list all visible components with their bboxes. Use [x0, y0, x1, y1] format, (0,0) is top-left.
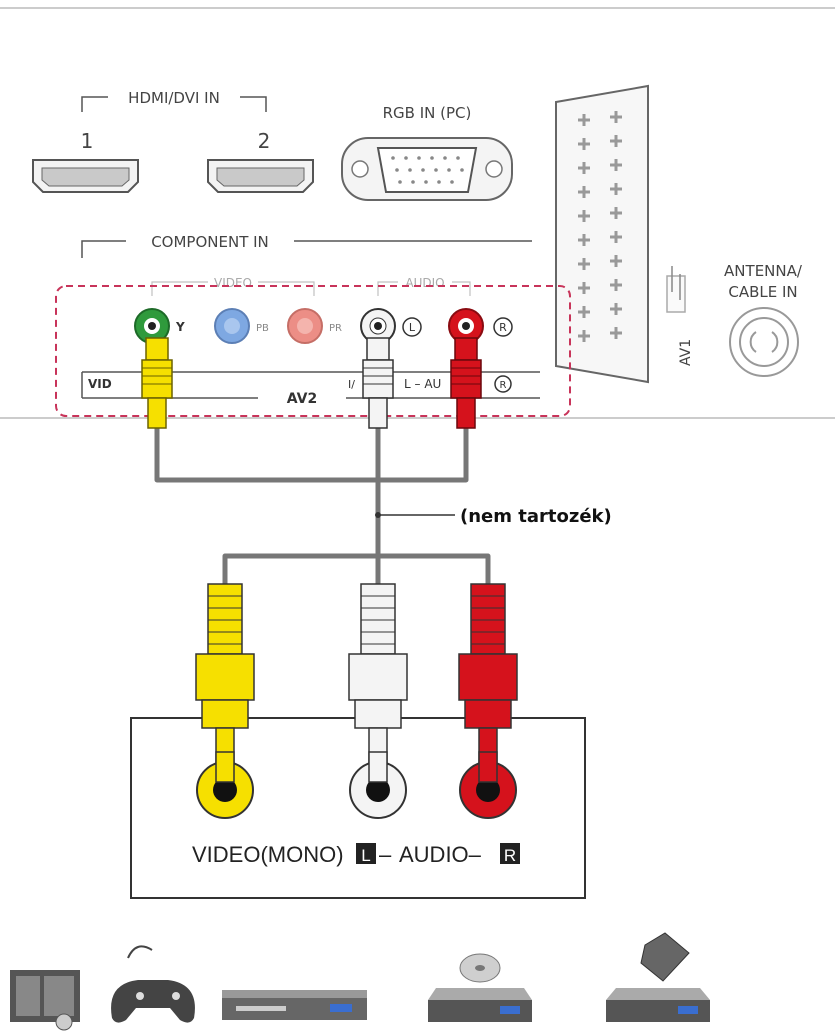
- device-jack-video-yellow[interactable]: [196, 751, 254, 819]
- hdmi-port-1-label: 1: [81, 129, 94, 153]
- component-label: COMPONENT IN: [151, 233, 269, 251]
- cable-harness: [154, 428, 491, 584]
- pr-label: PR: [329, 323, 342, 334]
- hdmi-port-2[interactable]: [207, 159, 314, 193]
- hdmi-group: HDMI/DVI IN 1 2: [32, 89, 314, 193]
- device-label-audio: AUDIO–: [399, 842, 482, 867]
- antenna-label-line1: ANTENNA/: [724, 262, 803, 280]
- hdmi-group-label: HDMI/DVI IN: [128, 89, 220, 107]
- av2-audio-prefix: I/: [348, 378, 355, 391]
- antenna-label-line2: CABLE IN: [728, 283, 797, 301]
- disc-player-icon: [428, 953, 532, 1022]
- svg-text:L: L: [409, 321, 416, 334]
- video-camera-icon: [10, 970, 80, 1031]
- cable-note: (nem tartozék): [460, 506, 612, 527]
- scart-arrows-icon: [666, 266, 686, 313]
- device-label-video: VIDEO(MONO): [192, 842, 344, 867]
- hdmi-port-2-label: 2: [258, 129, 271, 153]
- pb-label: PB: [256, 323, 269, 334]
- svg-text:R: R: [500, 380, 507, 391]
- rgb-label: RGB IN (PC): [383, 104, 472, 122]
- av1-label: AV1: [678, 339, 694, 366]
- scart-port-av1[interactable]: AV1: [555, 84, 694, 384]
- plug-red-top: [450, 337, 482, 429]
- device-jack-audio-l-white[interactable]: [349, 751, 407, 819]
- av2-r-badge: R: [494, 375, 512, 393]
- antenna-port[interactable]: ANTENNA/ CABLE IN: [724, 262, 803, 377]
- av2-audio-label: L – AU: [404, 377, 441, 391]
- video-label: VIDEO: [214, 276, 252, 290]
- tv-back-panel: HDMI/DVI IN 1 2 RGB IN (PC): [0, 0, 835, 419]
- dvd-player-icon: [222, 990, 367, 1020]
- device-label-dash: –: [379, 842, 392, 867]
- plug-yellow-large: [195, 583, 255, 769]
- av2-label: AV2: [287, 391, 317, 407]
- gamepad-icon: [111, 945, 195, 1023]
- jack-audio-r-red[interactable]: [448, 308, 484, 344]
- av2-video-label: VID: [88, 377, 112, 391]
- hdmi-port-1[interactable]: [32, 159, 139, 193]
- jack-pr-pink[interactable]: [287, 308, 323, 344]
- jack-y-green[interactable]: [134, 308, 170, 344]
- device-jack-audio-r-red[interactable]: [459, 751, 517, 819]
- y-label: Y: [175, 320, 185, 334]
- device-label-r: R: [504, 846, 516, 865]
- plug-white-top: [362, 337, 394, 429]
- plug-white-large: [348, 583, 408, 769]
- recorder-icon: [606, 932, 710, 1022]
- jack-pb-blue[interactable]: [214, 308, 250, 344]
- rgb-port[interactable]: RGB IN (PC): [341, 104, 513, 201]
- plug-yellow-top: [141, 337, 173, 429]
- l-label-badge: L: [402, 317, 422, 337]
- device-jack-labels: VIDEO(MONO) L – AUDIO– R: [192, 842, 520, 867]
- highlight-dashed-box: [55, 285, 571, 417]
- r-label-badge: R: [493, 317, 513, 337]
- device-label-l: L: [361, 846, 370, 865]
- svg-text:R: R: [499, 321, 507, 334]
- audio-label: AUDIO: [405, 276, 444, 290]
